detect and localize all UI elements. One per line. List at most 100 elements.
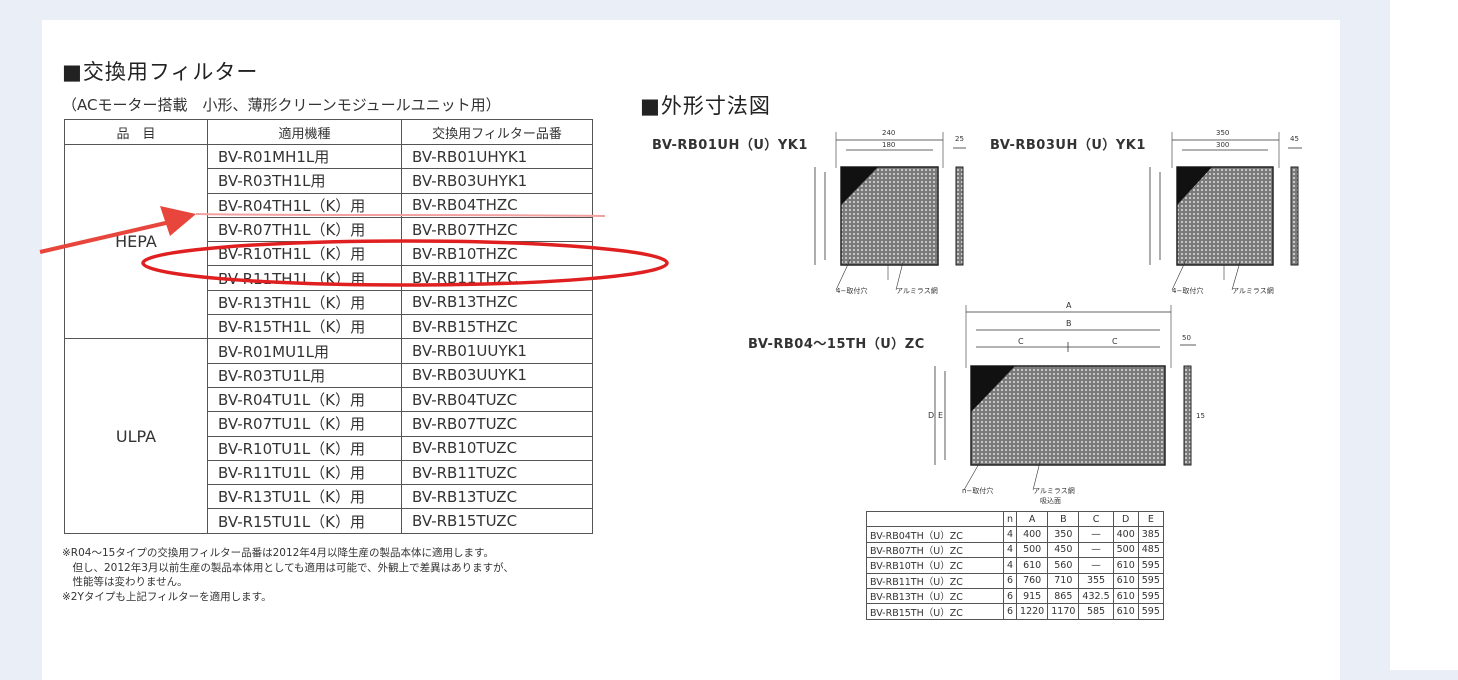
dims-value-cell: — — [1078, 557, 1114, 574]
hole-label: 4−取付穴 — [836, 286, 867, 295]
applicable-model-cell: BV-R04TU1L（K）用 — [207, 386, 402, 413]
filter-section-title: ■交換用フィルター — [62, 60, 259, 84]
header-filter-part: 交換用フィルター品番 — [401, 119, 593, 145]
red-annotations — [39, 206, 669, 287]
dim-label: 240 — [882, 129, 895, 137]
category-cell: ULPA — [64, 338, 208, 534]
applicable-model-cell: BV-R13TU1L（K）用 — [207, 484, 402, 510]
applicable-model-cell: BV-R10TU1L（K）用 — [207, 435, 402, 461]
drawing-rb01: 240 180 25 4−取付穴 アルミラス網 — [814, 129, 966, 295]
dims-value-cell: 450 — [1047, 541, 1080, 559]
mesh-label: アルミラス網 — [1033, 486, 1075, 495]
filter-part-cell: BV-RB01UHYK1 — [401, 143, 593, 170]
mesh-label: アルミラス網 — [896, 286, 938, 295]
filter-part-cell: BV-RB03UUYK1 — [401, 362, 593, 388]
dims-model-cell: BV-RB15TH（U）ZC — [866, 603, 1004, 620]
filter-part-cell: BV-RB07TUZC — [401, 411, 593, 437]
dims-value-cell: 760 — [1016, 572, 1049, 589]
dims-value-cell: 585 — [1078, 603, 1114, 620]
dims-value-cell: 432.5 — [1078, 587, 1114, 605]
dims-header-cell: C — [1078, 510, 1114, 528]
filter-part-cell: BV-RB10TUZC — [401, 435, 593, 461]
hole-label: n−取付穴 — [962, 486, 993, 495]
dim-label: 300 — [1216, 141, 1229, 149]
dims-value-cell: 865 — [1047, 587, 1080, 605]
dims-value-cell: 560 — [1047, 557, 1080, 574]
dims-value-cell: — — [1078, 541, 1114, 559]
dims-value-cell: 6 — [1002, 603, 1018, 620]
filter-part-cell: BV-RB01UUYK1 — [401, 338, 593, 364]
dims-header-cell: E — [1137, 510, 1164, 528]
footnote-line: 但し、2012年3月以前生産の製品本体用としても適用は可能で、外観上で差異はあり… — [62, 561, 514, 574]
dim-label: A — [1066, 301, 1072, 310]
dims-model-cell: BV-RB13TH（U）ZC — [866, 587, 1004, 605]
dims-value-cell: 6 — [1002, 587, 1018, 605]
dim-label: C — [1018, 337, 1024, 346]
dims-value-cell: 610 — [1112, 557, 1139, 574]
dims-value-cell: 1170 — [1047, 603, 1080, 620]
dims-model-cell: BV-RB04TH（U）ZC — [866, 526, 1004, 543]
applicable-model-cell: BV-R01MH1L用 — [207, 143, 402, 170]
dims-header-cell: B — [1047, 510, 1080, 528]
highlight-ellipse — [141, 239, 669, 287]
dims-header-cell: n — [1002, 510, 1018, 528]
dims-value-cell: 595 — [1137, 587, 1164, 605]
dims-value-cell: — — [1078, 526, 1114, 543]
drawing-rb03: 350 300 45 4−取付穴 アルミラス網 — [1149, 129, 1302, 295]
dims-value-cell: 610 — [1016, 557, 1049, 574]
applicable-model-cell: BV-R15TU1L（K）用 — [207, 508, 402, 534]
mesh-label: アルミラス網 — [1232, 286, 1274, 295]
filter-part-cell: BV-RB11TUZC — [401, 459, 593, 486]
applicable-model-cell: BV-R03TU1L用 — [207, 362, 402, 388]
dims-value-cell: 400 — [1112, 526, 1139, 543]
model-label-rb01: BV-RB01UH（U）YK1 — [652, 138, 808, 153]
dim-label: 45 — [1290, 135, 1299, 143]
dim-label: E — [938, 411, 943, 420]
applicable-model-cell: BV-R07TU1L（K）用 — [207, 411, 402, 437]
filter-section-subtitle: （ACモーター搭載 小形、薄形クリーンモジュールユニット用） — [62, 96, 501, 114]
dims-value-cell: 350 — [1047, 526, 1080, 543]
dim-label: B — [1066, 319, 1072, 328]
dims-header-cell — [866, 510, 1004, 528]
dim-label: 180 — [882, 141, 895, 149]
dims-model-cell: BV-RB10TH（U）ZC — [866, 557, 1004, 574]
right-margin — [1390, 0, 1458, 670]
dims-header-cell: D — [1112, 510, 1139, 528]
footnote-line: ※2Yタイプも上記フィルターを適用します。 — [62, 590, 272, 603]
model-label-rb03: BV-RB03UH（U）YK1 — [990, 138, 1146, 153]
arrow-head — [160, 206, 196, 236]
filter-part-cell: BV-RB04THZC — [401, 192, 593, 218]
filter-part-cell: BV-RB04TUZC — [401, 386, 593, 413]
dims-value-cell: 500 — [1016, 541, 1049, 559]
dims-model-cell: BV-RB11TH（U）ZC — [866, 572, 1004, 589]
filter-part-cell: BV-RB03UHYK1 — [401, 168, 593, 194]
drawing-rb04-15: A B C C D E 50 15 n−取付穴 アルミラス網 吸込面 — [928, 301, 1205, 505]
dims-value-cell: 710 — [1047, 572, 1080, 589]
dims-value-cell: 400 — [1016, 526, 1049, 543]
applicable-model-cell: BV-R07TH1L（K）用 — [207, 216, 402, 243]
applicable-model-cell: BV-R01MU1L用 — [207, 338, 402, 364]
dims-value-cell: 610 — [1112, 603, 1139, 620]
dim-label: D — [928, 411, 934, 420]
dim-label: 25 — [955, 135, 964, 143]
hole-label: 4−取付穴 — [1172, 286, 1203, 295]
dims-value-cell: 595 — [1137, 557, 1164, 574]
